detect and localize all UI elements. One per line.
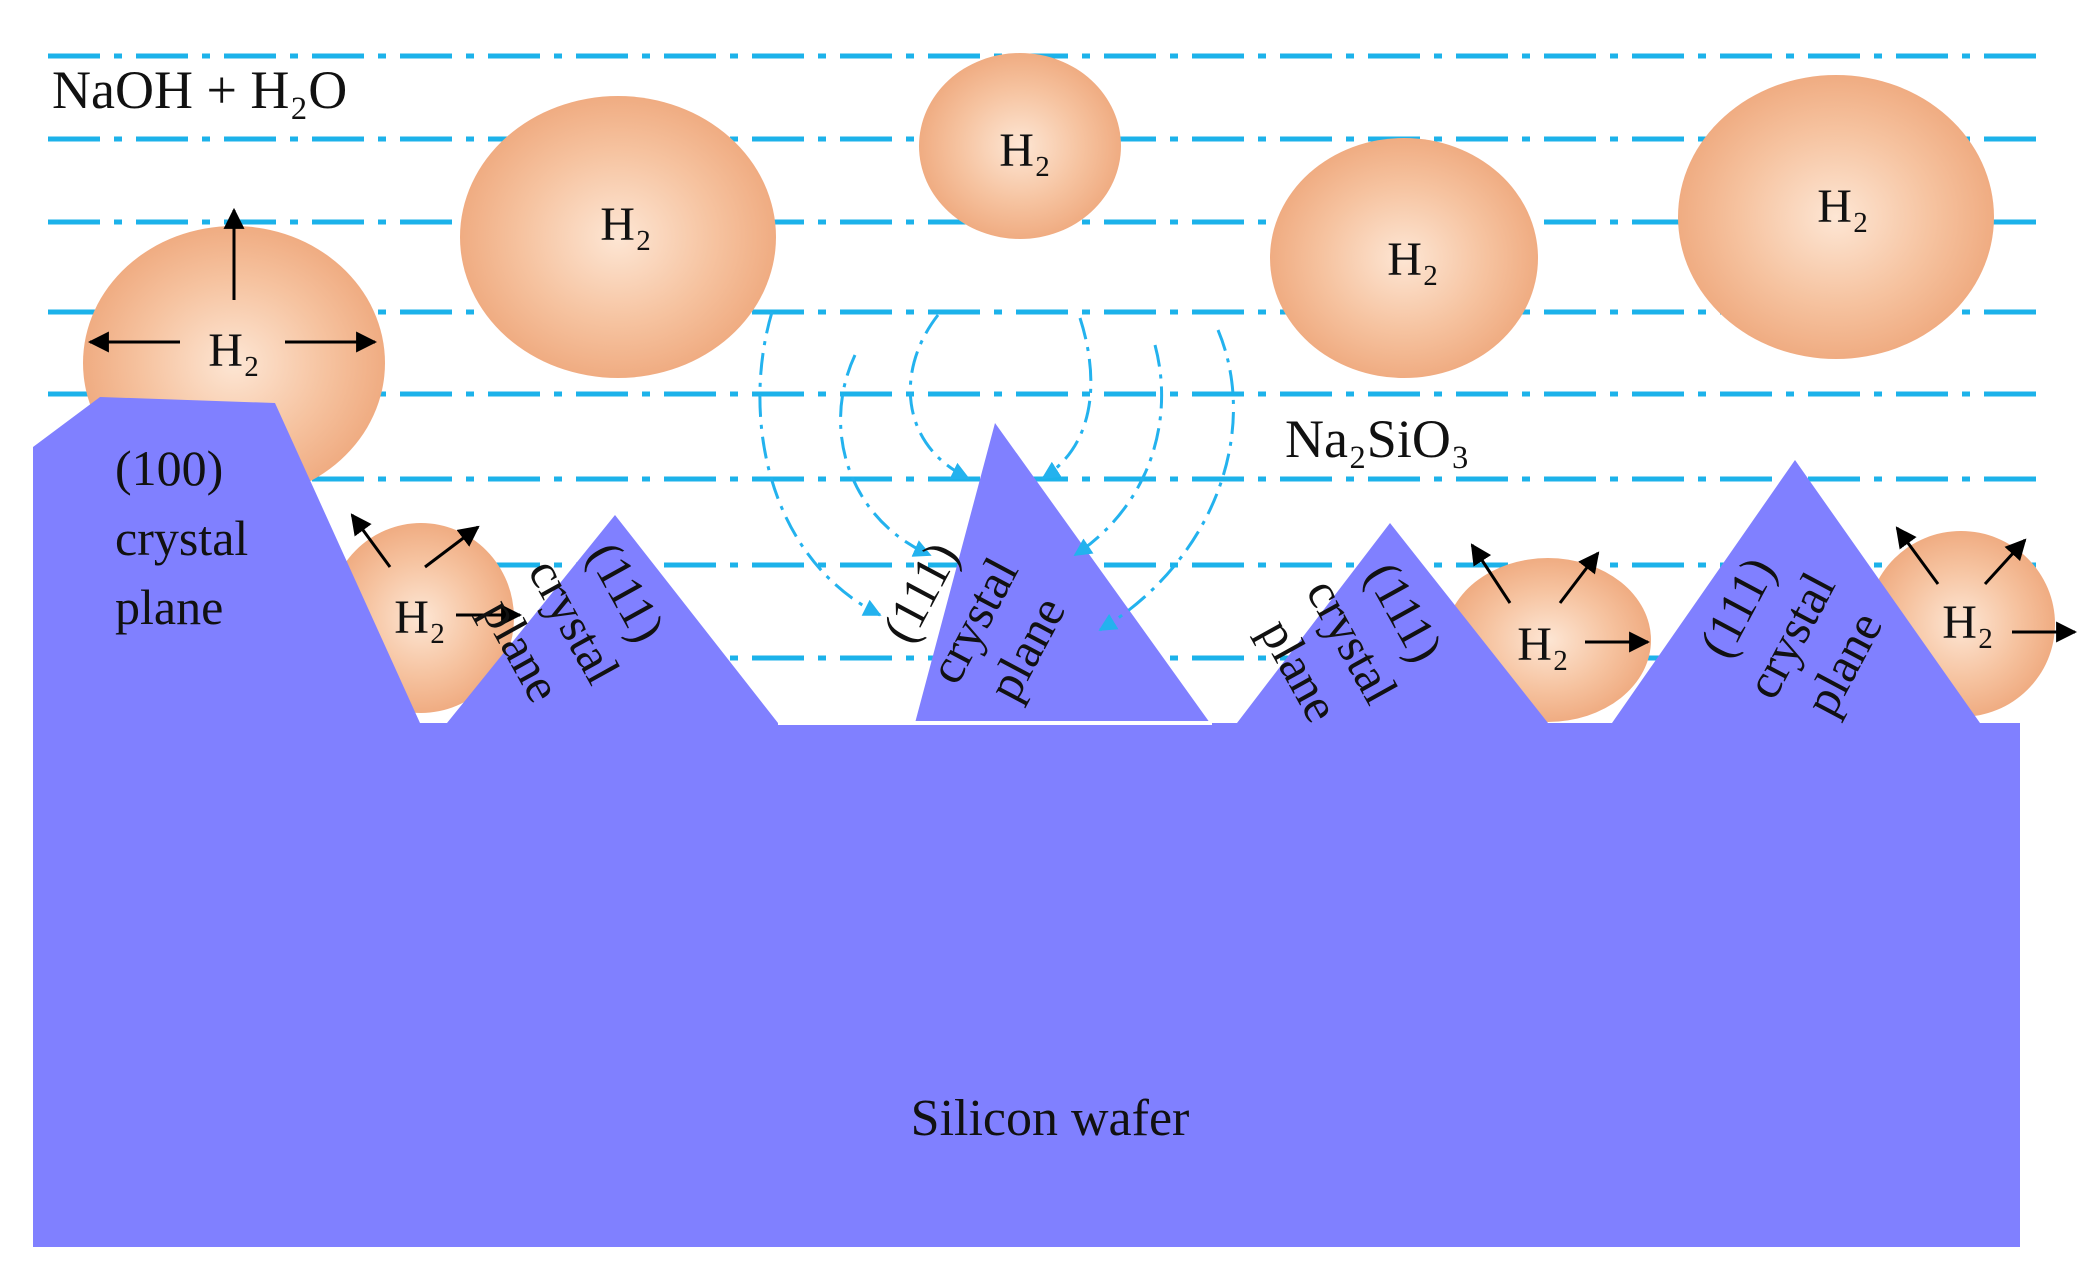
hydrogen-bubble-icon: [460, 96, 776, 378]
arrow-icon: [1895, 526, 1940, 585]
bubble-groove-3-label: H₂: [1895, 526, 2078, 649]
arrow-icon: [424, 525, 480, 569]
plane-100-word1: crystal: [115, 510, 248, 566]
bubble-label: H₂: [1942, 596, 1993, 649]
bubble-label: H₂: [600, 198, 651, 251]
bubble-1: H₂: [460, 96, 776, 378]
bubble-3: H₂: [1270, 138, 1538, 378]
bubble-label: H₂: [1517, 618, 1568, 671]
arrow-icon: [1558, 551, 1600, 604]
bubble-2: H₂: [919, 53, 1121, 239]
byproduct-label: Na₂SiO₃: [1285, 409, 1470, 469]
bubble-groove-2-label: H₂: [1470, 543, 1651, 671]
plane-100-label: (100) crystal plane: [115, 440, 248, 635]
arrow-icon: [1983, 538, 2027, 586]
bubble-top-left-label: H₂: [87, 207, 378, 377]
arrow-icon: [1470, 543, 1512, 604]
silicon-wafer: [33, 397, 2020, 1247]
plane-100-index: (100): [115, 440, 223, 496]
hydrogen-bubble-icon: [1678, 75, 1994, 359]
wafer-label: Silicon wafer: [911, 1090, 1190, 1147]
plane-100-word2: plane: [115, 579, 223, 635]
hydrogen-bubble-icon: [919, 53, 1121, 239]
bubble-groove-1-label: H₂: [350, 513, 523, 644]
hydrogen-bubble-icon: [1270, 138, 1538, 378]
bubble-label: H₂: [999, 124, 1050, 177]
solution-label: NaOH + H₂O: [52, 60, 347, 120]
bubble-label: H₂: [208, 324, 259, 377]
bubble-4: H₂: [1678, 75, 1994, 359]
flow-arrows: [758, 311, 1235, 632]
bubble-label: H₂: [394, 591, 445, 644]
bubble-label: H₂: [1817, 180, 1868, 233]
bubble-label: H₂: [1387, 233, 1438, 286]
arrow-icon: [350, 513, 392, 568]
